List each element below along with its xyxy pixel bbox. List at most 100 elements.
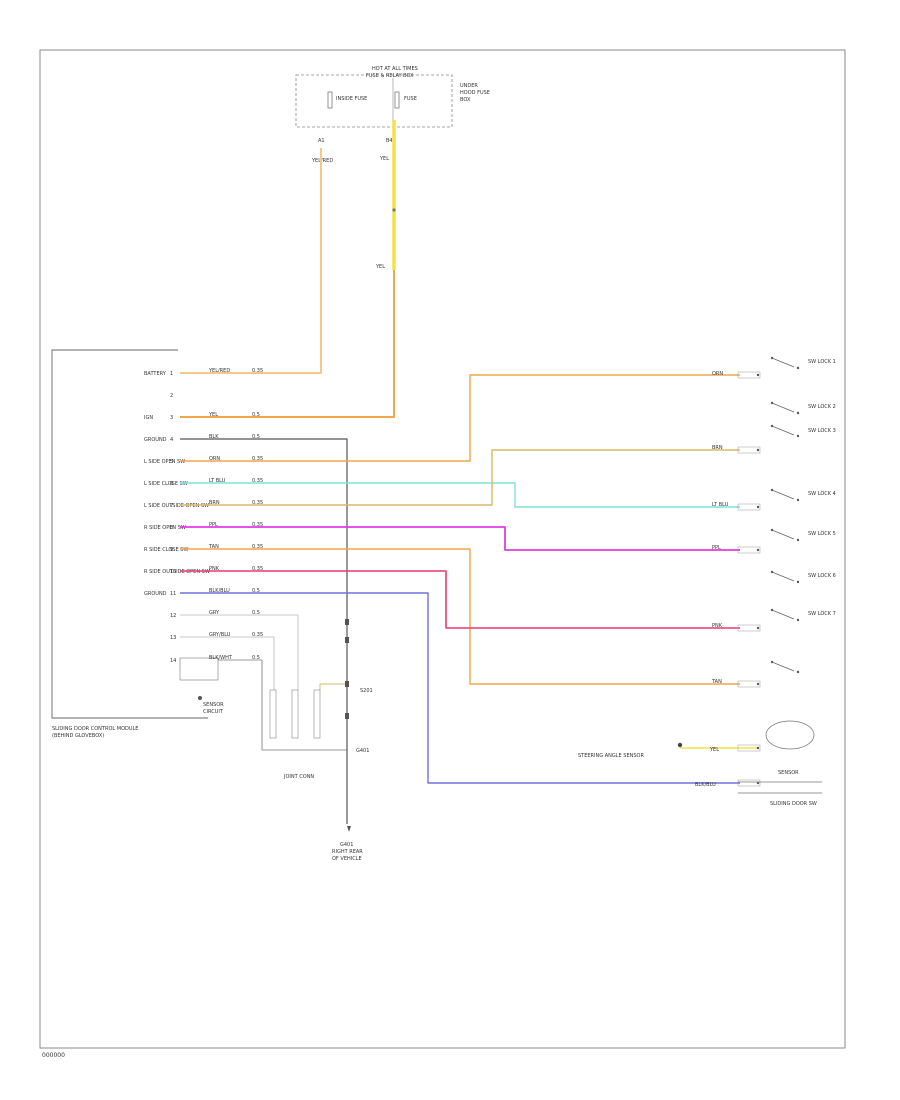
fuse-left-label: INSIDE FUSE	[336, 96, 367, 102]
module-wire-color: TAN	[208, 544, 219, 550]
module-wire-color: BRN	[209, 500, 220, 506]
switch-lever	[771, 571, 795, 582]
switch-lever	[771, 425, 795, 436]
ground-trunk-connector	[345, 637, 349, 643]
switch-connector	[737, 546, 761, 554]
module-pin-label: R SIDE OUTSIDE OPEN SW	[144, 569, 210, 575]
switch-pin	[756, 781, 760, 785]
switch-tag: SW LOCK 4	[808, 491, 836, 497]
switch-connector	[737, 446, 761, 454]
module-wire-color: PNK	[209, 566, 220, 572]
fuse-block-title-2: FUSE & RELAY BOX	[366, 73, 414, 79]
ground-trunk-connector	[345, 619, 349, 625]
module-pin-label: R SIDE OPEN SW	[144, 525, 186, 531]
wire-l-outside	[180, 449, 740, 506]
module-pin-number: 7	[170, 503, 173, 509]
module-wire-color: YEL	[208, 412, 218, 418]
wire-sensor	[218, 659, 263, 750]
wire-l-close	[180, 482, 740, 508]
module-wire-id: 0.35	[252, 522, 263, 528]
wire-harness	[180, 120, 757, 824]
wire-ign-lower	[180, 270, 395, 418]
wire-battery	[180, 148, 322, 374]
sensor-connector-dot	[677, 742, 683, 748]
module-wire-color: LT BLU	[209, 478, 226, 484]
joint-connector: JOINT CONN S201 G401	[262, 688, 373, 780]
sensor-node	[198, 696, 202, 700]
module-wire-id: 0.35	[252, 632, 263, 638]
switch-connector	[737, 503, 761, 511]
module-pin-number: 4	[170, 437, 173, 443]
module-wire-id: 0.5	[252, 588, 260, 594]
switch-tag: SW LOCK 2	[808, 404, 836, 410]
module-wire-color: GRY/BLU	[209, 632, 231, 638]
steering-sensor: STEERING ANGLE SENSOR YEL BLK/BLU SENSOR…	[578, 720, 822, 807]
module-wire-color: GRY	[209, 610, 220, 616]
switch-lever	[771, 529, 795, 540]
switch-wire-tag: LT BLU	[712, 502, 729, 508]
switch-connector	[737, 779, 761, 787]
joint-splice: S201	[360, 688, 373, 694]
joint-label: JOINT CONN	[283, 774, 314, 780]
module-wire-id: 0.35	[252, 368, 263, 374]
module-pin-number: 2	[170, 393, 173, 399]
switch-tag: SW LOCK 5	[808, 531, 836, 537]
module-pin-number: 10	[170, 569, 176, 575]
switch-tag: SW LOCK 1	[808, 359, 836, 365]
module-wire-color: YEL/RED	[208, 368, 230, 374]
sensor-device-icon	[765, 720, 815, 750]
diagram-border	[39, 49, 846, 1049]
switch-tag: SW LOCK 7	[808, 611, 836, 617]
switch-lever	[771, 661, 795, 672]
joint-block-c	[313, 689, 321, 739]
module-wire-id: 0.5	[252, 412, 260, 418]
module-wire-color: BLK	[209, 434, 219, 440]
fuse-block-box	[295, 74, 453, 128]
module-pin-number: 12	[170, 613, 176, 619]
module-pin-label: L SIDE CLOSE SW	[144, 481, 188, 487]
ground-point: G401 RIGHT REAR OF VEHICLE	[332, 826, 363, 862]
fuse-wire-right: YEL	[379, 156, 389, 162]
sensor-box	[179, 657, 219, 681]
wire-grey-1	[180, 614, 299, 690]
module-wire-id: 0.35	[252, 500, 263, 506]
switch-pin	[756, 548, 760, 552]
module-wire-color: ORN	[209, 456, 220, 462]
switch-pin	[756, 746, 760, 750]
fuse-side-note-1: UNDER	[460, 83, 478, 89]
fuse-wire-left: YEL/RED	[311, 158, 333, 164]
module-pin-number: 9	[170, 547, 173, 553]
fuse-block: HOT AT ALL TIMES FUSE & RELAY BOX INSIDE…	[295, 66, 490, 270]
sensor-ground-label: BLK/BLU	[695, 782, 716, 788]
fuse-side-note-3: BOX	[460, 97, 471, 103]
module-pin-number: 8	[170, 525, 173, 531]
switch-contact	[796, 580, 800, 584]
switch-pin	[756, 682, 760, 686]
switch-tag: SW LOCK 3	[808, 428, 836, 434]
switch-connector	[737, 624, 761, 632]
switch-contact	[796, 434, 800, 438]
ground-symbol-icon	[347, 826, 351, 832]
switch-pin	[756, 448, 760, 452]
wire-grey-2	[180, 636, 275, 690]
ground-line-2: OF VEHICLE	[332, 856, 362, 862]
module-wire-id: 0.35	[252, 544, 263, 550]
wire-splice-dot	[392, 208, 396, 212]
wire-r-open	[180, 526, 740, 551]
switch-contact	[796, 366, 800, 370]
ground-trunk-connector	[345, 681, 349, 687]
figure-id: 000000	[42, 1052, 65, 1059]
joint-block-b	[291, 689, 299, 739]
fuse-block-title-1: HOT AT ALL TIMES	[372, 66, 418, 72]
wire-r-close	[180, 548, 740, 685]
switch-contact	[796, 498, 800, 502]
wire-joint-feed	[319, 683, 347, 690]
module-wire-id: 0.5	[252, 434, 260, 440]
sensor-wire-label: YEL	[709, 747, 719, 753]
fuse-left-icon	[327, 91, 333, 109]
module-pin-label: BATTERY	[144, 371, 167, 377]
module-wire-color: BLK/WHT	[209, 655, 233, 661]
switch-contact	[796, 618, 800, 622]
switch-pin	[756, 626, 760, 630]
